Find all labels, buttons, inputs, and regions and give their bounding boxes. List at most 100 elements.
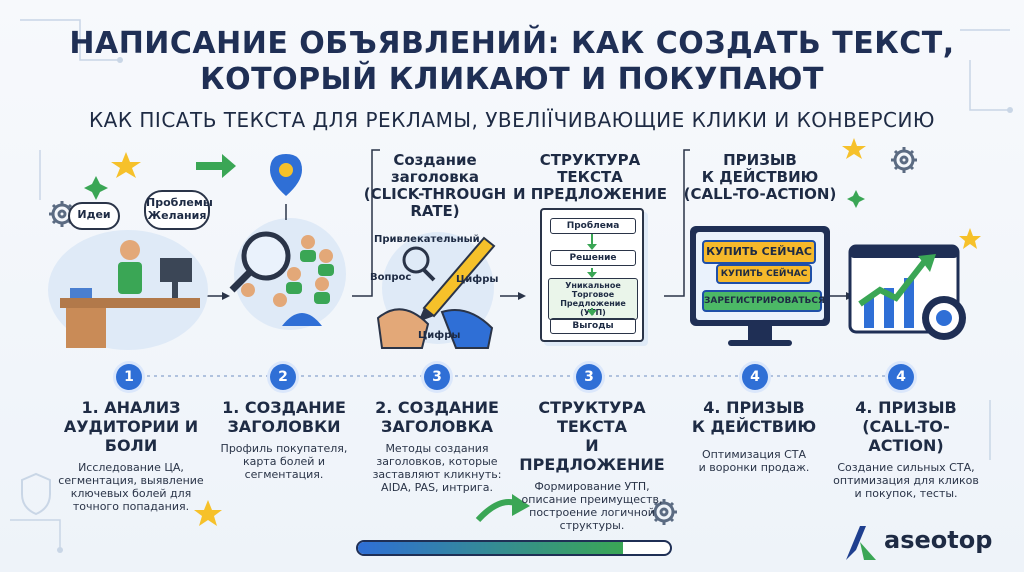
header-step3-line: RATE) [410,202,460,220]
document-card: Проблема Решение Уникальное Торговое Пре… [540,208,644,342]
brand-logo: aseotop [842,522,1012,562]
step-badge: 2 [270,364,296,390]
step-3: 2. СОЗДАНИЕ ЗАГОЛОВКА Методы создания за… [362,398,512,494]
header-step4-line: СТРУКТУРА ТЕКСТА [539,151,641,186]
word-attractive: Привлекательный [374,234,480,245]
header-step3-line: заголовка [390,168,480,186]
step-desc: оптимизация для кликов [833,474,979,487]
sparkle-icon [84,176,108,200]
word-numbers: Цифры [418,330,461,341]
doc-item-benefits: Выгоды [550,318,636,334]
step-title: 2. СОЗДАНИЕ [375,398,499,417]
logo-text: aseotop [884,526,993,554]
illustration-cta-growth [848,244,966,340]
step-desc: и покупок, тесты. [854,487,958,500]
illustration-audience-analysis [48,230,208,350]
step-desc: Создание сильных СТА, [837,461,975,474]
header-step5-line: ПРИЗЫВ [723,151,797,169]
doc-arrows [587,234,597,316]
step-desc: построение логичной [529,506,655,519]
step-desc: Исследование ЦА, [78,461,184,474]
step-badge: 1 [116,364,142,390]
bubble-problems: Проблемы Желания [144,190,213,230]
page-title-line2: КОТОРЫЙ КЛИКАЮТ И ПОКУПАЮТ [200,62,824,97]
monitor-stand [748,326,772,340]
sparkle-icon [847,190,865,208]
star-icon [111,152,141,178]
illustration-headline-research [229,154,346,330]
step-desc: сегментация. [244,468,324,481]
gear-icon [651,499,677,525]
step-badge: 4 [888,364,914,390]
cta-button-buy-small: КУПИТЬ СЕЙЧАС [716,264,812,284]
doc-item-usp-line: Уникальное Торговое [565,281,621,299]
star-icon [842,138,866,159]
step-desc: Методы создания [385,442,489,455]
step-title: 1. АНАЛИЗ [81,398,181,417]
star-icon [194,500,222,526]
header-step5: ПРИЗЫВ К ДЕЙСТВИЮ (CALL-TO-ACTION) [680,152,840,203]
step-desc: карта болей и [242,455,326,468]
step-title: СТРУКТУРА ТЕКСТА [538,398,646,436]
arrow-right-icon [196,154,236,178]
monitor-base [728,340,792,346]
bubble-problems-line: Проблемы [146,196,213,209]
magnifier-icon [229,231,291,293]
step-badge: 4 [742,364,768,390]
bubble-ideas: Идеи [68,202,120,230]
step-title: 1. СОЗДАНИЕ [222,398,346,417]
step-desc: сегментация, выявление [58,474,204,487]
step-badge: 3 [576,364,602,390]
step-desc: Оптимизация СТА [701,448,807,461]
step-title: К ДЕЙСТВИЮ [691,417,817,436]
cta-button-register: ЗАРЕГИСТРИРОВАТЬСЯ [702,290,825,312]
progress-bar [356,540,672,556]
word-numbers: Цифры [456,274,499,285]
logo-mark-icon [846,526,876,560]
gear-icon [891,147,917,173]
illustration-headline-writing [376,232,496,349]
header-step3-line: Создание [393,151,477,169]
header-step4-line: И ПРЕДЛОЖЕНИЕ [512,185,668,203]
star-icon [959,228,981,249]
step-desc: и воронки продаж. [698,461,810,474]
doc-item-solution: Решение [550,250,636,266]
header-step5-line: (CALL-TO-ACTION) [683,185,837,203]
step-desc: структуры. [559,519,625,532]
header-step3-line: (CLICK-THROUGH [363,185,507,203]
step-desc: заголовков, которые [376,455,498,468]
step-desc: заставляют кликнуть: [372,468,502,481]
step-2: 1. СОЗДАНИЕ ЗАГОЛОВКИ Профиль покупателя… [214,398,354,481]
word-question: Вопрос [370,272,412,283]
step-desc: AIDA, PAS, интрига. [381,481,493,494]
target-icon [922,296,966,340]
step-desc: описание преимуществ, [521,493,663,506]
step-title: ЗАГОЛОВКА [380,417,494,436]
header-step4: СТРУКТУРА ТЕКСТА И ПРЕДЛОЖЕНИЕ [510,152,670,203]
step-6: 4. ПРИЗЫВ (CALL-TO-ACTION) Создание силь… [826,398,986,500]
page-title-line1: НАПИСАНИЕ ОБЪЯВЛЕНИЙ: КАК СОЗДАТЬ ТЕКСТ, [69,26,955,61]
cta-button-buy: КУПИТЬ СЕЙЧАС [702,240,816,264]
step-1: 1. АНАЛИЗ АУДИТОРИИ И БОЛИ Исследование … [48,398,214,513]
step-title: 4. ПРИЗЫВ [855,398,957,417]
location-pin-icon [270,154,302,196]
flow-arrows [198,149,846,297]
step-title: ЗАГОЛОВКИ [227,417,341,436]
step-desc: ключевых болей для [70,487,192,500]
magnifier-icon [402,246,436,282]
doc-item-problem: Проблема [550,218,636,234]
step-4: СТРУКТУРА ТЕКСТА И ПРЕДЛОЖЕНИЕ Формирова… [512,398,672,532]
step-title: (CALL-TO-ACTION) [862,417,950,455]
bubble-problems-line: Желания [147,209,207,222]
step-title: 4. ПРИЗЫВ [703,398,805,417]
step-badge: 3 [424,364,450,390]
step-desc: Формирование УТП, [534,480,650,493]
page-subtitle: КАК ПІСАТЬ ТЕКСТА ДЛЯ РЕКЛАМЫ, УВЕЛІЇЧИВ… [88,108,936,132]
step-title: И ПРЕДЛОЖЕНИЕ [519,436,665,474]
header-step5-line: К ДЕЙСТВИЮ [701,168,819,186]
progress-fill [358,542,624,554]
header-step3: Создание заголовка (CLICK-THROUGH RATE) [360,152,510,220]
